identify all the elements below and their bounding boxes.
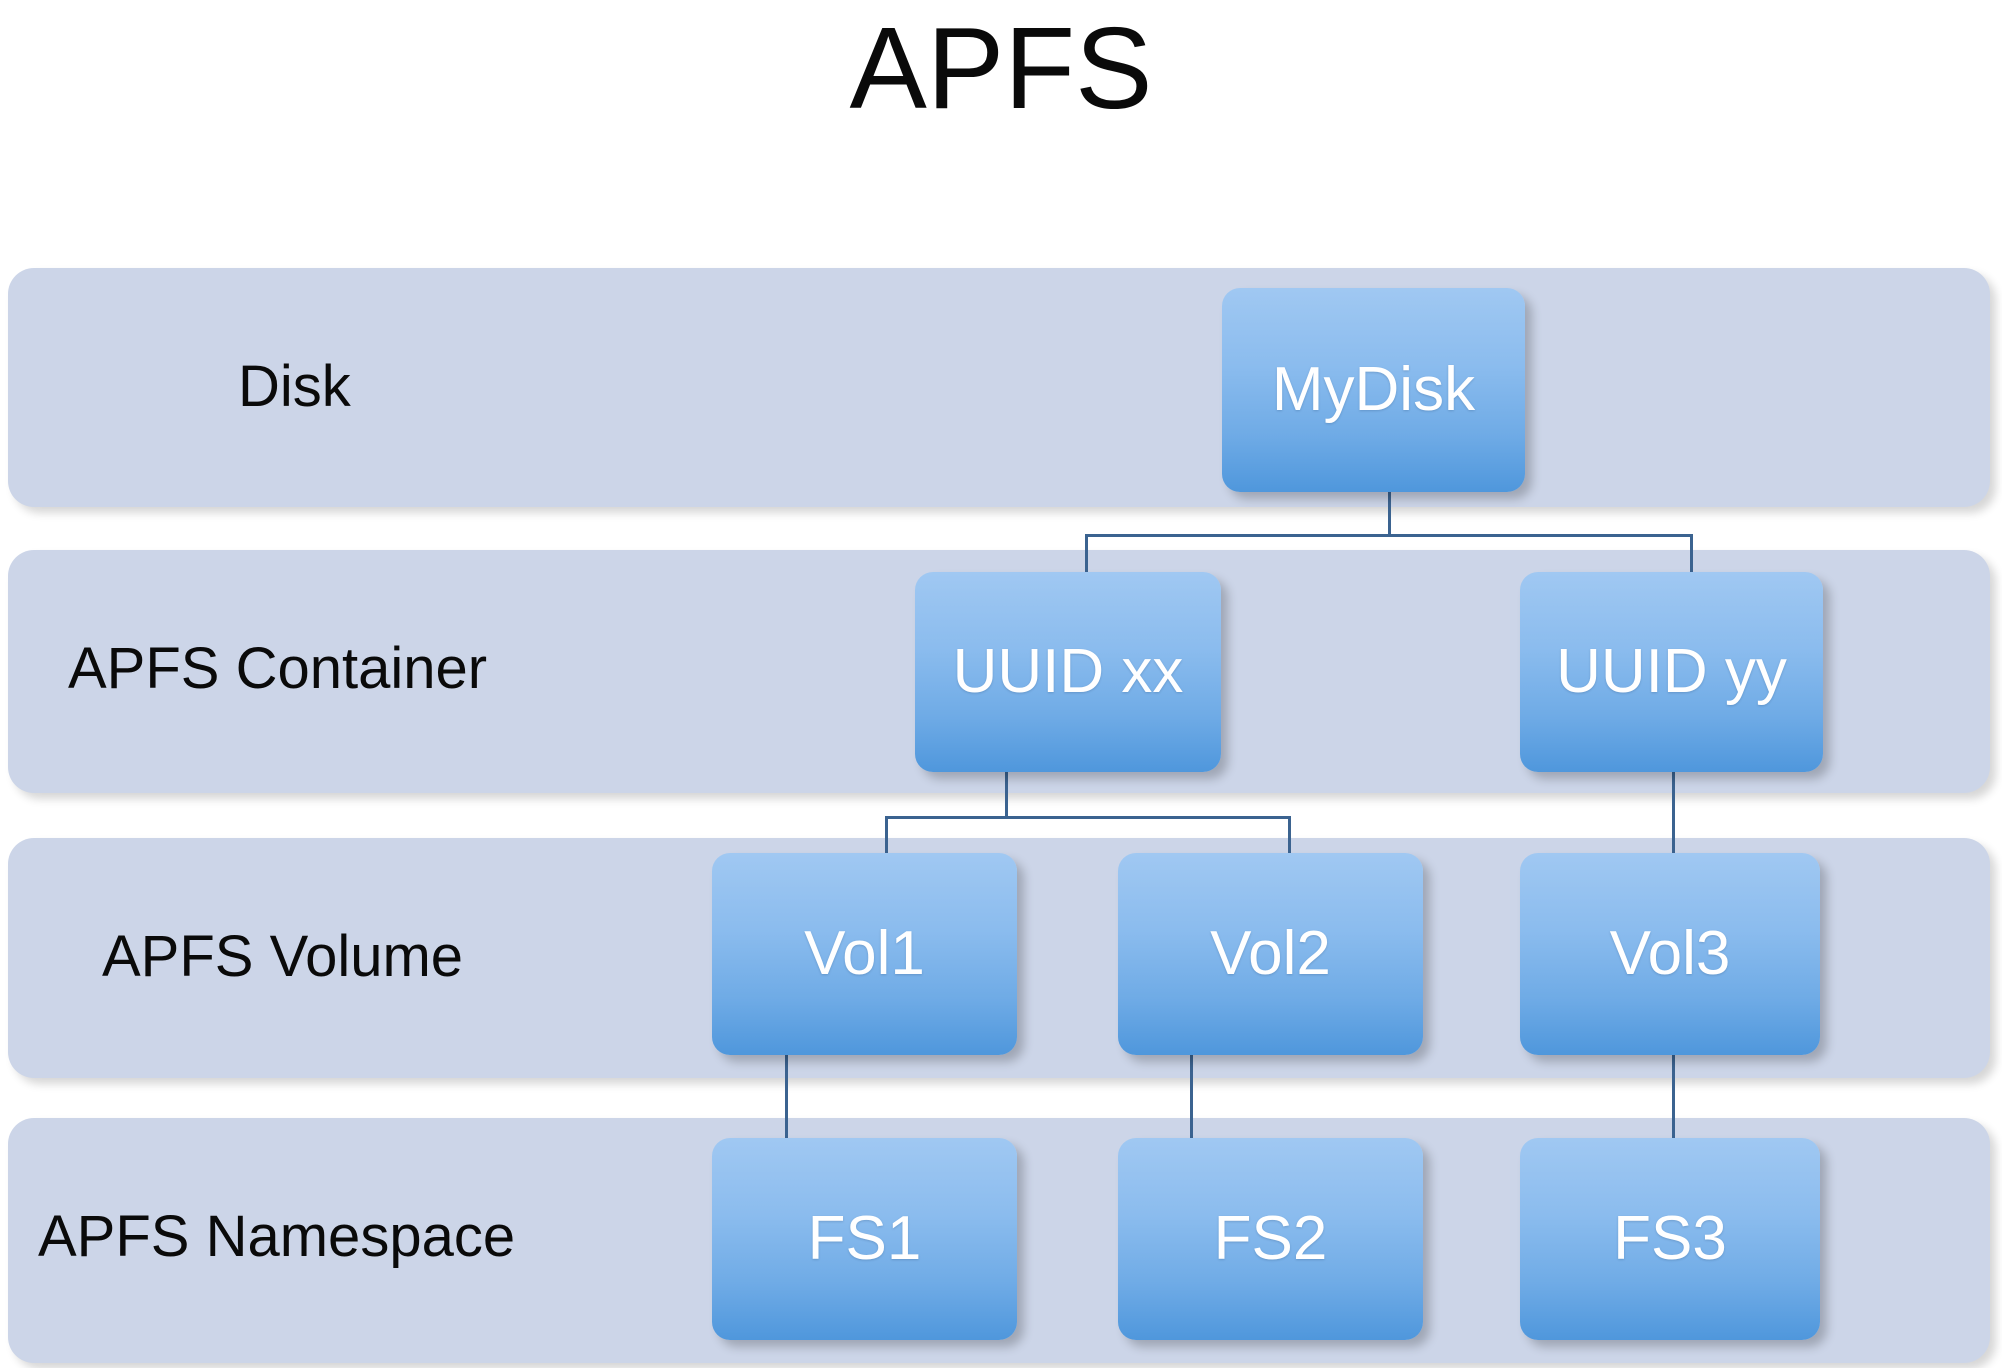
node-fs2[interactable]: FS2 bbox=[1118, 1138, 1423, 1340]
connector-uuidxx-trunk bbox=[1005, 770, 1008, 818]
node-fs3[interactable]: FS3 bbox=[1520, 1138, 1820, 1340]
layer-label-apfs-volume: APFS Volume bbox=[102, 924, 464, 989]
node-uuid-yy[interactable]: UUID yy bbox=[1520, 572, 1823, 772]
node-label-uuid-yy: UUID yy bbox=[1556, 637, 1787, 706]
node-label-vol2: Vol2 bbox=[1210, 919, 1331, 988]
node-label-fs1: FS1 bbox=[807, 1204, 922, 1273]
connector-vol1-to-fs1 bbox=[785, 1053, 788, 1141]
node-label-vol1: Vol1 bbox=[804, 919, 925, 988]
node-label-fs2: FS2 bbox=[1213, 1204, 1328, 1273]
connector-mydisk-trunk bbox=[1388, 490, 1391, 536]
connector-vol2-to-fs2 bbox=[1190, 1053, 1193, 1141]
connector-uuidxx-to-vol1 bbox=[885, 816, 888, 856]
node-uuid-xx[interactable]: UUID xx bbox=[915, 572, 1221, 772]
node-vol3[interactable]: Vol3 bbox=[1520, 853, 1820, 1055]
layer-band-disk bbox=[8, 268, 1990, 507]
connector-mydisk-bus bbox=[1085, 534, 1693, 537]
node-fs1[interactable]: FS1 bbox=[712, 1138, 1017, 1340]
node-vol1[interactable]: Vol1 bbox=[712, 853, 1017, 1055]
node-label-vol3: Vol3 bbox=[1609, 919, 1731, 988]
connector-mydisk-to-uuidyy bbox=[1690, 534, 1693, 574]
node-label-fs3: FS3 bbox=[1613, 1204, 1727, 1273]
connector-mydisk-to-uuidxx bbox=[1085, 534, 1088, 574]
page-title: APFS bbox=[849, 3, 1153, 133]
node-vol2[interactable]: Vol2 bbox=[1118, 853, 1423, 1055]
layer-label-disk: Disk bbox=[238, 354, 351, 419]
layer-label-apfs-namespace: APFS Namespace bbox=[38, 1204, 516, 1269]
layer-label-apfs-container: APFS Container bbox=[68, 636, 488, 701]
connector-uuidxx-bus bbox=[885, 816, 1291, 819]
node-label-uuid-xx: UUID xx bbox=[952, 637, 1184, 706]
node-label-mydisk: MyDisk bbox=[1271, 355, 1476, 424]
connector-uuidyy-to-vol3 bbox=[1672, 770, 1675, 856]
connector-vol3-to-fs3 bbox=[1672, 1053, 1675, 1141]
node-mydisk[interactable]: MyDisk bbox=[1222, 288, 1525, 492]
connector-uuidxx-to-vol2 bbox=[1288, 816, 1291, 856]
